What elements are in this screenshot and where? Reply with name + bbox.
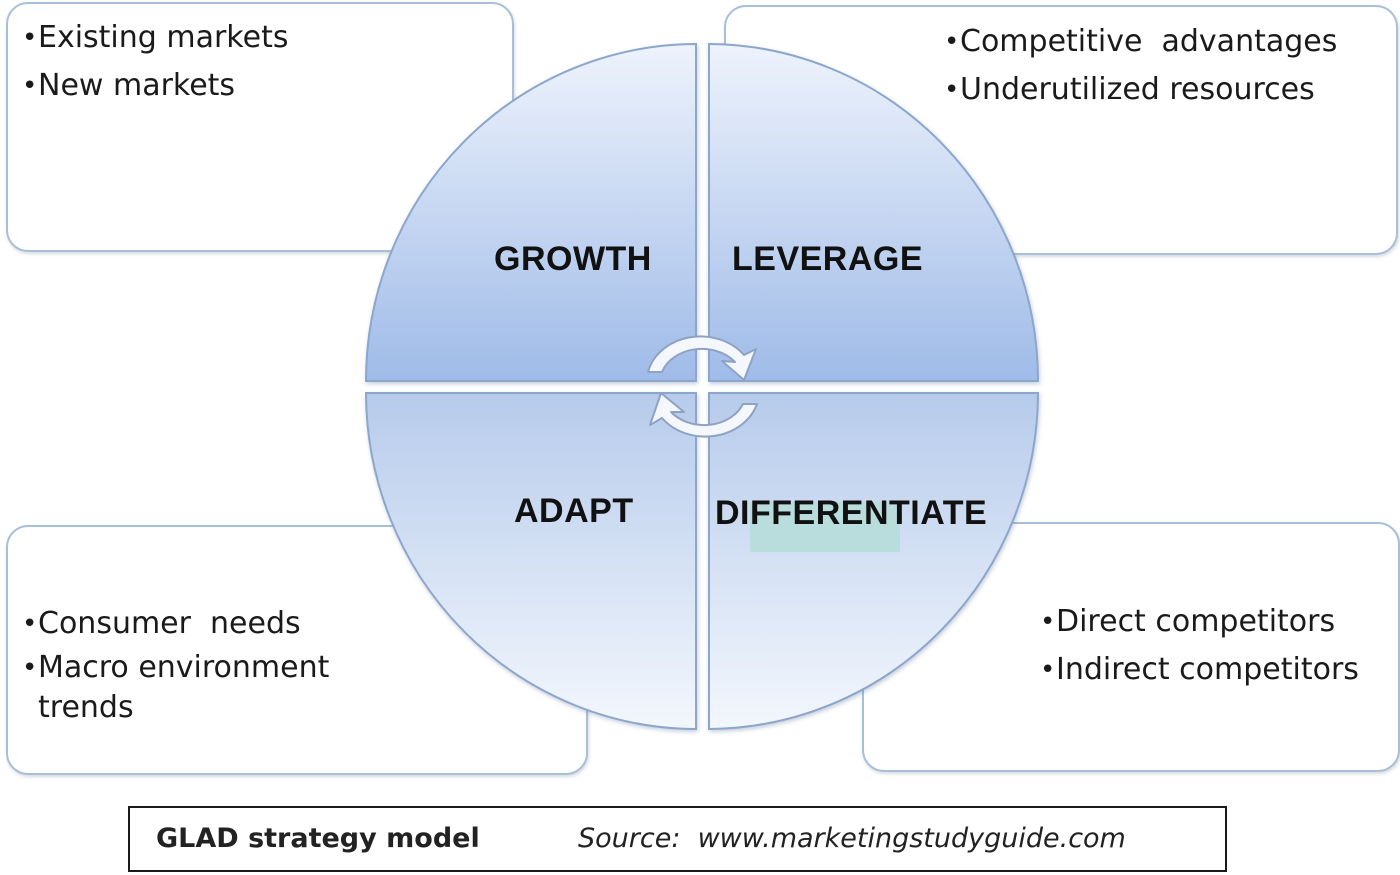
differentiate-item: Indirect competitors [1040, 646, 1359, 694]
growth-items: Existing markets New markets [22, 14, 288, 110]
leverage-label: LEVERAGE [732, 240, 924, 278]
quadrant-adapt [364, 392, 697, 731]
differentiate-items: Direct competitors Indirect competitors [1040, 598, 1359, 694]
adapt-item: Macro environment trends [22, 648, 352, 728]
leverage-item: Competitive advantages [944, 18, 1337, 66]
adapt-item: Consumer needs [22, 600, 352, 648]
adapt-label: ADAPT [514, 492, 634, 530]
caption-box: GLAD strategy model Source: www.marketin… [128, 806, 1227, 872]
leverage-items: Competitive advantages Underutilized res… [944, 18, 1337, 114]
quadrant-differentiate [708, 392, 1040, 731]
quadrant-leverage [708, 42, 1040, 382]
circular-arrows-icon [647, 335, 758, 438]
caption-title: GLAD strategy model [156, 823, 480, 854]
differentiate-label: DIFFERENTIATE [715, 494, 988, 532]
adapt-items: Consumer needs Macro environment trends [22, 600, 352, 728]
differentiate-highlight [750, 502, 900, 552]
growth-item: New markets [22, 62, 288, 110]
caption-source: Source: www.marketingstudyguide.com [578, 823, 1126, 854]
growth-item: Existing markets [22, 14, 288, 62]
quadrant-growth [364, 42, 697, 382]
leverage-item: Underutilized resources [944, 66, 1337, 114]
growth-label: GROWTH [494, 240, 652, 278]
differentiate-item: Direct competitors [1040, 598, 1359, 646]
